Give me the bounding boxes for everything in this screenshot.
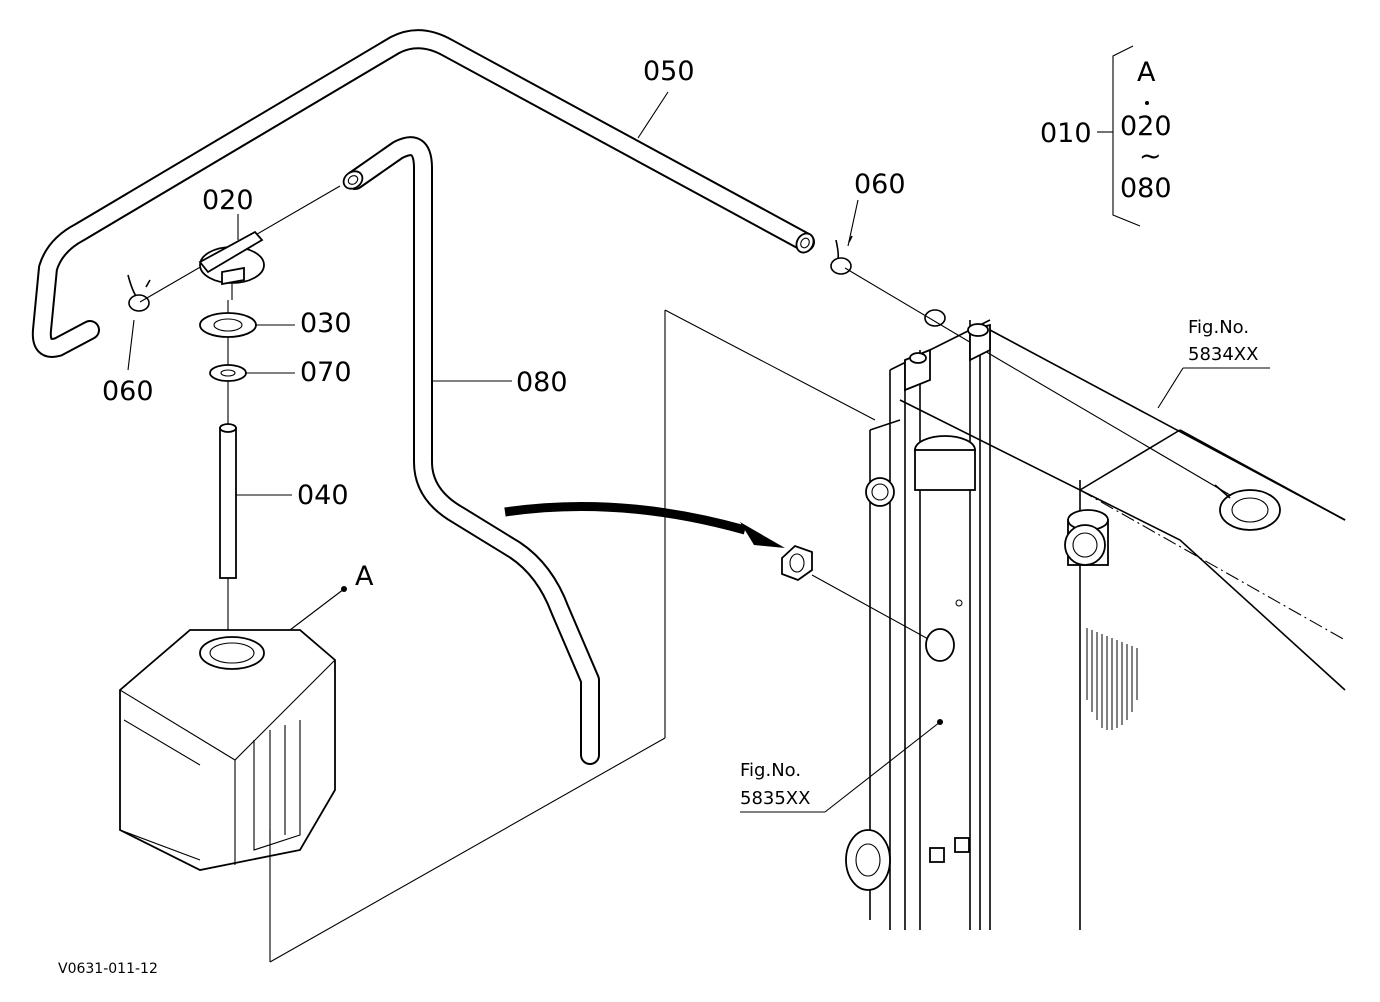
drawing-code: V0631-011-12 <box>58 961 158 977</box>
radiator-frame <box>845 309 1346 930</box>
nut <box>781 544 813 582</box>
callout-A: A <box>355 561 374 592</box>
clamp-060-left <box>127 274 151 312</box>
washer-070 <box>209 364 247 382</box>
callout-040: 040 <box>297 480 349 511</box>
callout-060-left: 060 <box>102 376 154 407</box>
clamp-060-right <box>830 235 853 275</box>
legend-to: 080 <box>1120 173 1172 204</box>
tube-040 <box>219 423 237 579</box>
callout-050: 050 <box>643 56 695 87</box>
fig-lower-label: Fig.No. <box>740 760 801 781</box>
callout-060-right: 060 <box>854 169 906 200</box>
radiator-fins <box>1086 628 1138 730</box>
legend-from: 020 <box>1120 111 1172 142</box>
hose-050 <box>31 29 815 358</box>
washer-030 <box>199 312 257 338</box>
cap-020 <box>198 230 265 300</box>
fig-upper-num: 5834XX <box>1188 344 1258 365</box>
callout-070: 070 <box>300 357 352 388</box>
fig-upper-label: Fig.No. <box>1188 317 1249 338</box>
legend-a: A <box>1137 57 1156 88</box>
callout-030: 030 <box>300 308 352 339</box>
legend-group: 010 <box>1040 118 1092 149</box>
callout-080: 080 <box>516 367 568 398</box>
legend-tilde: ~ <box>1139 141 1162 172</box>
reserve-tank <box>119 629 336 871</box>
hose-080 <box>342 136 600 765</box>
legend-bracket <box>1097 45 1149 227</box>
fig-lower-num: 5835XX <box>740 788 810 809</box>
callout-020: 020 <box>202 185 254 216</box>
